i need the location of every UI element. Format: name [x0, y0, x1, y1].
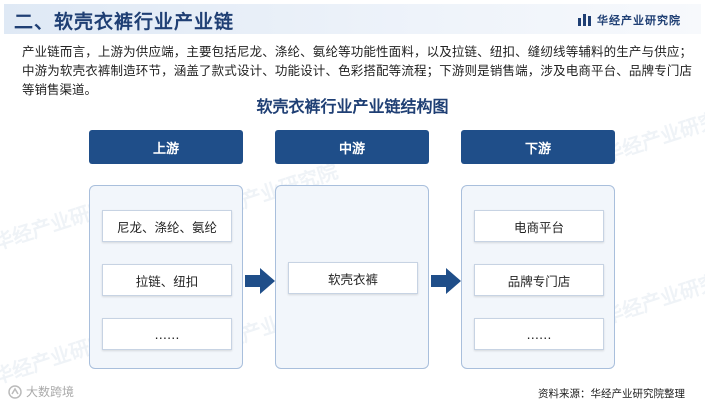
source-note: 资料来源：华经产业研究院整理: [538, 388, 685, 400]
stage-panel-downstream: 电商平台 品牌专门店 ……: [461, 185, 615, 369]
flow-arrow-icon: [245, 268, 275, 294]
brand: 华经产业研究院: [578, 12, 681, 28]
footer-logo-text: 大数跨境: [26, 385, 75, 399]
stage-header-midstream: 中游: [275, 130, 429, 164]
stage-header-upstream: 上游: [89, 130, 243, 164]
stage-item: 软壳衣裤: [288, 262, 418, 294]
stage-item: ……: [474, 318, 604, 350]
footer-logo: 大数跨境: [8, 383, 74, 400]
brand-logo-icon: [578, 14, 591, 26]
stage-item: 尼龙、涤纶、氨纶: [102, 210, 232, 242]
stage-item: 拉链、纽扣: [102, 264, 232, 296]
title-bar: 二、软壳衣裤行业产业链 华经产业研究院: [4, 4, 701, 34]
stage-panel-upstream: 尼龙、涤纶、氨纶 拉链、纽扣 ……: [89, 185, 243, 369]
diagram-title: 软壳衣裤行业产业链结构图: [256, 97, 449, 116]
stage-item: 品牌专门店: [474, 264, 604, 296]
stage-item: 电商平台: [474, 210, 604, 242]
flow-arrow-icon: [431, 268, 461, 294]
stage-panel-midstream: 软壳衣裤: [275, 185, 429, 369]
stage-item: ……: [102, 318, 232, 350]
footer-logo-icon: [8, 384, 22, 399]
brand-name: 华经产业研究院: [597, 14, 681, 27]
page-title: 二、软壳衣裤行业产业链: [14, 11, 235, 33]
stage-header-downstream: 下游: [461, 130, 615, 164]
intro-text: 产业链而言，上游为供应端，主要包括尼龙、涤纶、氨纶等功能性面料，以及拉链、纽扣、…: [22, 44, 692, 97]
